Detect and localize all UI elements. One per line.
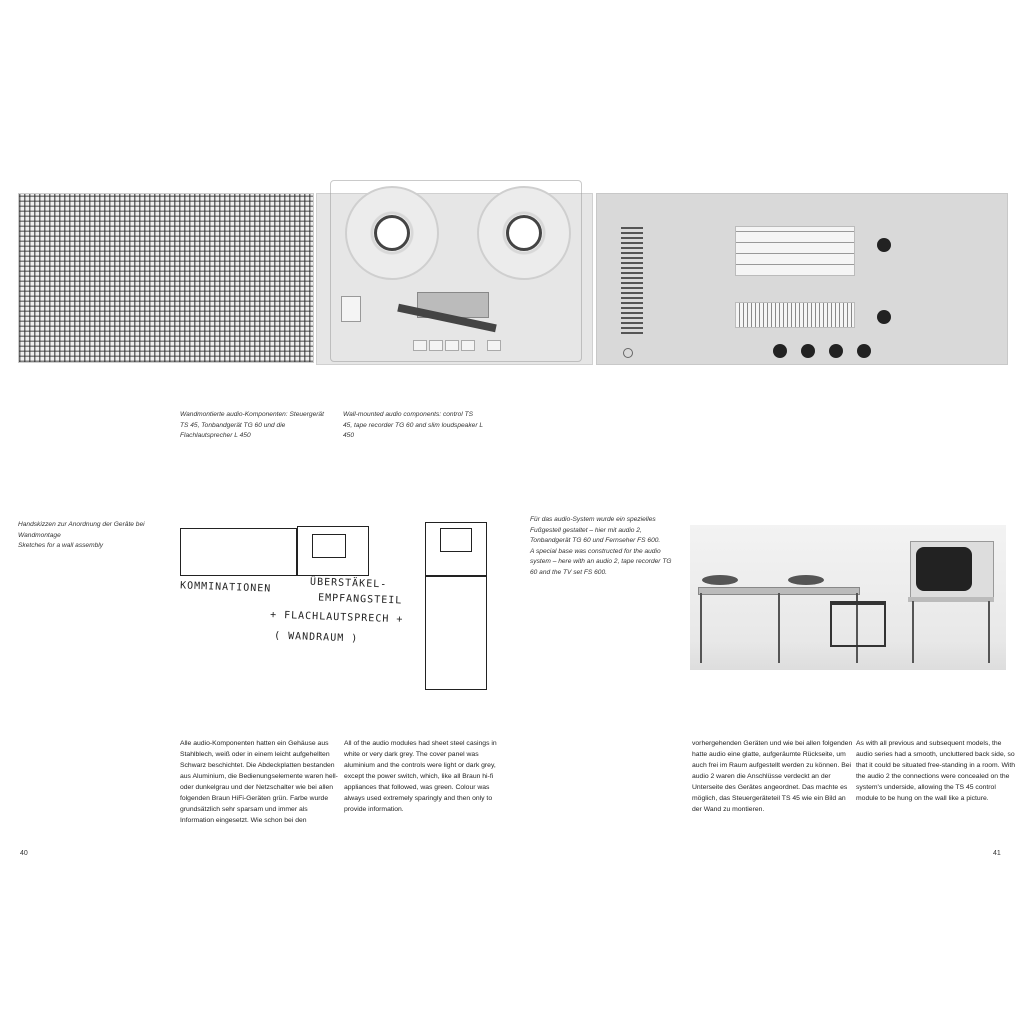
tape-recorder-tg60-photo bbox=[316, 186, 593, 365]
tape-recorder-lid bbox=[330, 180, 582, 362]
page-number-right: 41 bbox=[993, 850, 1001, 857]
audio-system-base-photo bbox=[690, 525, 1006, 670]
sketch-note-1: KOMMINATIONEN bbox=[179, 580, 272, 595]
page-number-left: 40 bbox=[20, 850, 28, 857]
base-photo-caption-de: Für das audio-System wurde ein spezielle… bbox=[530, 516, 661, 544]
sketch-caption-en: Sketches for a wall assembly bbox=[18, 542, 104, 549]
sketch-caption: Handskizzen zur Anordnung der Geräte bei… bbox=[18, 520, 168, 552]
sketch-note-2: ÜBERSTÄKEL- bbox=[309, 576, 388, 591]
control-unit-ts45-photo bbox=[596, 193, 1008, 365]
body-text-col4-en: As with all previous and subsequent mode… bbox=[856, 740, 1016, 802]
base-photo-caption: Für das audio-System wurde ein spezielle… bbox=[530, 515, 680, 578]
body-text-col2-en: All of the audio modules had sheet steel… bbox=[344, 740, 497, 813]
sketch-caption-de: Handskizzen zur Anordnung der Geräte bei… bbox=[18, 521, 145, 539]
body-text-col1-de: Alle audio-Komponenten hatten ein Gehäus… bbox=[180, 740, 338, 824]
body-text-col3-de: vorhergehenden Geräten und wie bei allen… bbox=[692, 740, 853, 813]
top-photo-caption-en: Wall-mounted audio components: control T… bbox=[343, 411, 483, 439]
sketch-note-3: EMPFANGSTEIL bbox=[317, 592, 403, 607]
wall-assembly-sketch: KOMMINATIONEN ÜBERSTÄKEL- EMPFANGSTEIL +… bbox=[170, 520, 490, 690]
base-photo-caption-en: A special base was constructed for the a… bbox=[530, 547, 672, 576]
loudspeaker-l450-photo bbox=[18, 193, 314, 363]
sketch-note-4: + FLACHLAUTSPRECH + bbox=[269, 609, 404, 626]
top-photo-caption-de: Wandmontierte audio-Komponenten: Steuerg… bbox=[180, 411, 324, 439]
sketch-note-5: ( WANDRAUM ) bbox=[273, 630, 359, 645]
